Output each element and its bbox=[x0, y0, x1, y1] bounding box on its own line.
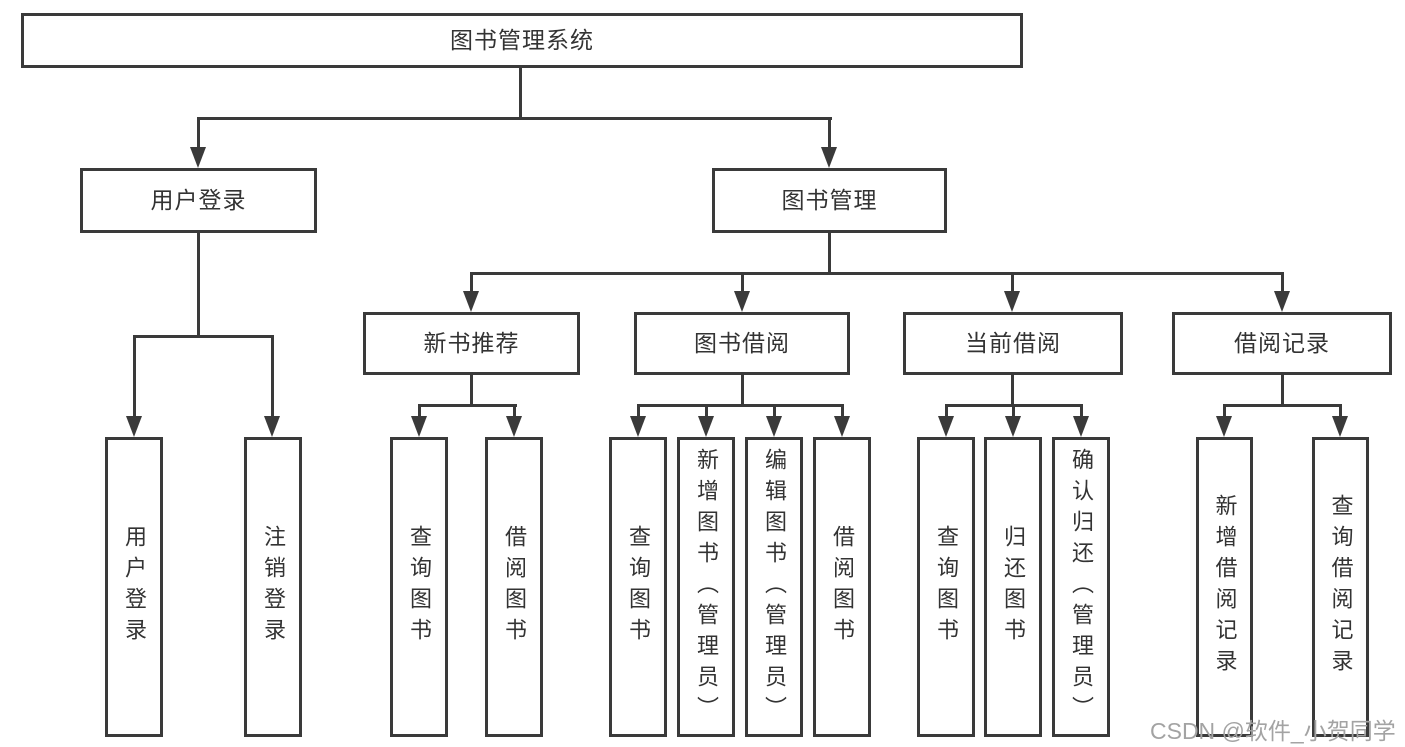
connector-hline bbox=[1223, 404, 1342, 407]
leaf-confirm-return-admin: 确认归还（管理员） bbox=[1052, 437, 1110, 737]
node-current-borrowing: 当前借阅 bbox=[903, 312, 1123, 375]
node-library-system: 图书管理系统 bbox=[21, 13, 1023, 68]
connector-vline bbox=[773, 404, 776, 418]
leaf-query-books: 查询图书 bbox=[609, 437, 667, 737]
connector-vline bbox=[197, 117, 200, 151]
node-book-management: 图书管理 bbox=[712, 168, 947, 233]
leaf-edit-books-admin: 编辑图书（管理员） bbox=[745, 437, 803, 737]
connector-hline bbox=[470, 272, 1284, 275]
connector-vline bbox=[133, 335, 136, 417]
arrow-down-icon bbox=[264, 416, 280, 437]
node-user-login: 用户登录 bbox=[80, 168, 317, 233]
leaf-query-books: 查询图书 bbox=[917, 437, 975, 737]
connector-vline bbox=[841, 404, 844, 418]
arrow-down-icon bbox=[463, 291, 479, 312]
connector-vline bbox=[1011, 272, 1014, 294]
connector-vline bbox=[828, 233, 831, 275]
leaf-add-books-admin: 新增图书（管理员） bbox=[677, 437, 735, 737]
leaf-logout: 注销登录 bbox=[244, 437, 302, 737]
connector-vline bbox=[418, 404, 421, 418]
leaf-query-books: 查询图书 bbox=[390, 437, 448, 737]
arrow-down-icon bbox=[938, 416, 954, 437]
connector-hline bbox=[133, 335, 274, 338]
arrow-down-icon bbox=[734, 291, 750, 312]
connector-vline bbox=[513, 404, 516, 418]
connector-hline bbox=[418, 404, 517, 407]
connector-vline bbox=[1080, 404, 1083, 418]
arrow-down-icon bbox=[1216, 416, 1232, 437]
arrow-down-icon bbox=[766, 416, 782, 437]
arrow-down-icon bbox=[630, 416, 646, 437]
arrow-down-icon bbox=[698, 416, 714, 437]
connector-vline bbox=[197, 233, 200, 338]
connector-vline bbox=[271, 335, 274, 417]
arrow-down-icon bbox=[506, 416, 522, 437]
node-book-borrowing: 图书借阅 bbox=[634, 312, 850, 375]
leaf-query-borrow-record: 查询借阅记录 bbox=[1312, 437, 1369, 737]
connector-vline bbox=[519, 68, 522, 118]
connector-vline bbox=[741, 375, 744, 407]
node-borrowing-records: 借阅记录 bbox=[1172, 312, 1392, 375]
connector-vline bbox=[741, 272, 744, 294]
leaf-borrow-books: 借阅图书 bbox=[813, 437, 871, 737]
leaf-user-login: 用户登录 bbox=[105, 437, 163, 737]
arrow-down-icon bbox=[411, 416, 427, 437]
csdn-watermark: CSDN @软件_小贺同学 bbox=[1150, 718, 1396, 744]
arrow-down-icon bbox=[1005, 416, 1021, 437]
arrow-down-icon bbox=[821, 147, 837, 168]
arrow-down-icon bbox=[190, 147, 206, 168]
connector-vline bbox=[705, 404, 708, 418]
connector-hline bbox=[197, 117, 832, 120]
leaf-add-borrow-record: 新增借阅记录 bbox=[1196, 437, 1253, 737]
connector-vline bbox=[470, 272, 473, 294]
arrow-down-icon bbox=[126, 416, 142, 437]
connector-vline bbox=[1281, 375, 1284, 407]
arrow-down-icon bbox=[1004, 291, 1020, 312]
arrow-down-icon bbox=[1274, 291, 1290, 312]
arrow-down-icon bbox=[1332, 416, 1348, 437]
connector-vline bbox=[1339, 404, 1342, 418]
node-new-book-recommendation: 新书推荐 bbox=[363, 312, 580, 375]
connector-hline bbox=[637, 404, 844, 407]
connector-vline bbox=[1223, 404, 1226, 418]
connector-vline bbox=[1012, 404, 1015, 418]
connector-vline bbox=[637, 404, 640, 418]
connector-vline bbox=[828, 117, 831, 151]
leaf-return-books: 归还图书 bbox=[984, 437, 1042, 737]
connector-vline bbox=[1281, 272, 1284, 294]
connector-vline bbox=[1011, 375, 1014, 407]
connector-vline bbox=[470, 375, 473, 407]
arrow-down-icon bbox=[1073, 416, 1089, 437]
connector-vline bbox=[945, 404, 948, 418]
leaf-borrow-books: 借阅图书 bbox=[485, 437, 543, 737]
arrow-down-icon bbox=[834, 416, 850, 437]
